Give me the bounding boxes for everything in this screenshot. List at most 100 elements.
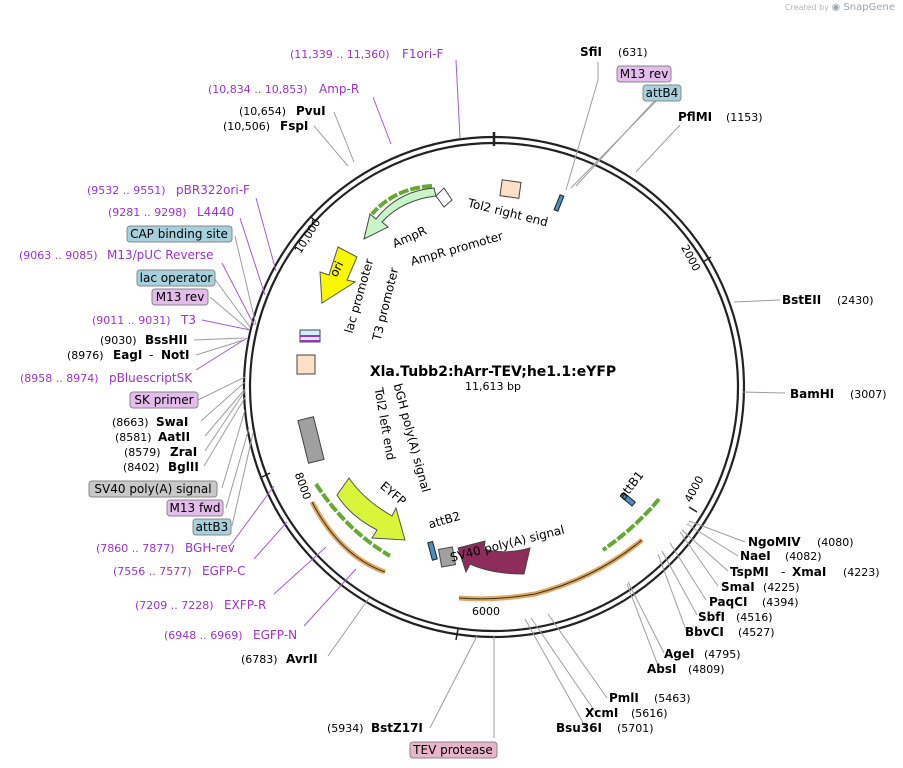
primer-t3-pos: (9011 .. 9031) xyxy=(92,314,171,327)
tick-10000: 10,000 xyxy=(292,216,323,256)
primer-pbluescript: pBluescriptSK xyxy=(109,371,193,385)
attb2-shape xyxy=(427,540,438,561)
enzyme-absi-pos: (4809) xyxy=(688,663,725,676)
leader-lines xyxy=(193,62,786,738)
box-labels: M13 rev attB4 CAP binding site lac opera… xyxy=(88,65,682,759)
enzyme-paqci: PaqCI xyxy=(709,595,747,609)
enzyme-smai: SmaI xyxy=(721,580,755,594)
enzyme-naei-pos: (4082) xyxy=(785,550,822,563)
primer-exfpr: EXFP-R xyxy=(224,598,266,612)
svg-text:-: - xyxy=(149,348,153,362)
enzyme-zrai-pos: (8579) xyxy=(124,446,161,459)
tick-8000: 8000 xyxy=(292,471,314,502)
enzyme-xcmi-pos: (5616) xyxy=(631,707,668,720)
enzyme-bsshii: BssHII xyxy=(145,333,187,347)
snapgene-logo: ◉ SnapGene xyxy=(831,2,895,13)
enzyme-aatii-pos: (8581) xyxy=(115,431,152,444)
enzyme-agei: AgeI xyxy=(664,647,694,661)
enzyme-bsteii-pos: (2430) xyxy=(837,294,874,307)
primer-labels: (11,339 .. 11,360) F1ori-F (10,834 .. 10… xyxy=(19,47,443,642)
enzyme-labels: SfiI (631) PflMI (1153) BstEII (2430) Ba… xyxy=(67,45,887,735)
box-sv40-polya: SV40 poly(A) signal xyxy=(94,482,211,496)
eyfp-arrow xyxy=(336,477,406,541)
tick-6000: 6000 xyxy=(472,605,500,618)
enzyme-avrii: AvrII xyxy=(286,652,318,666)
enzyme-fspi-pos: (10,506) xyxy=(223,120,270,133)
enzyme-bglii: BglII xyxy=(168,460,199,474)
box-sk-primer: SK primer xyxy=(134,393,193,407)
enzyme-xmai: XmaI xyxy=(792,565,826,579)
snapgene-credit: Created by ◉ SnapGene xyxy=(785,2,895,13)
ampr-arrow xyxy=(363,187,437,240)
eyfp-outline xyxy=(314,482,392,558)
enzyme-naei: NaeI xyxy=(740,549,771,563)
primer-bgh-pos: (7860 .. 7877) xyxy=(96,542,175,555)
primer-egfpn-pos: (6948 .. 6969) xyxy=(164,629,243,642)
enzyme-bbvci: BbvCI xyxy=(685,625,724,639)
enzyme-aatii: AatII xyxy=(158,430,190,444)
attb1-shape xyxy=(619,491,636,507)
feature-tol2-right: Tol2 right end xyxy=(465,196,549,230)
feature-shapes xyxy=(296,179,661,602)
box-m13-fwd: M13 fwd xyxy=(170,501,221,515)
ampr-promoter-shape xyxy=(435,187,453,208)
enzyme-swai: SwaI xyxy=(156,415,188,429)
primer-l4440-pos: (9281 .. 9298) xyxy=(108,206,187,219)
feature-attb1: attB1 xyxy=(615,468,646,502)
svg-text:-: - xyxy=(781,565,785,579)
box-tev-protease: TEV protease xyxy=(412,743,493,757)
tol2-left-shape xyxy=(296,354,316,375)
enzyme-bamhi-pos: (3007) xyxy=(850,388,887,401)
box-m13-rev-top: M13 rev xyxy=(620,67,669,81)
plasmid-length: 11,613 bp xyxy=(465,380,521,393)
enzyme-agei-pos: (4795) xyxy=(704,648,741,661)
plasmid-name: Xla.Tubb2:hArr-TEV;he1.1:eYFP xyxy=(370,364,616,380)
sv40-polya-arrow xyxy=(457,540,531,575)
enzyme-bsshii-pos: (9030) xyxy=(100,334,137,347)
enzyme-bstz17i: BstZ17I xyxy=(371,721,423,735)
box-attb4: attB4 xyxy=(646,86,679,100)
enzyme-bstz17i-pos: (5934) xyxy=(327,722,364,735)
enzyme-tspmi: TspMI xyxy=(730,565,769,579)
tol2-right-shape xyxy=(499,179,522,199)
enzyme-ngomiv: NgoMIV xyxy=(748,535,801,549)
primer-l4440: L4440 xyxy=(197,205,234,219)
feature-attb2: attB2 xyxy=(427,509,462,531)
enzyme-pvui: PvuI xyxy=(296,104,326,118)
box-cap-binding: CAP binding site xyxy=(130,227,228,241)
enzyme-bsu36i: Bsu36I xyxy=(556,721,602,735)
primer-pbluescript-pos: (8958 .. 8974) xyxy=(20,372,99,385)
enzyme-ngomiv-pos: (4080) xyxy=(817,536,854,549)
enzyme-sfii-pos: (631) xyxy=(618,46,648,59)
primer-m13puc: M13/pUC Reverse xyxy=(107,248,214,262)
primer-m13puc-pos: (9063 .. 9085) xyxy=(19,249,98,262)
tick-2000: 2000 xyxy=(678,243,703,274)
enzyme-xcmi: XcmI xyxy=(585,706,618,720)
primer-lines xyxy=(195,59,461,627)
enzyme-bglii-pos: (8402) xyxy=(123,461,160,474)
primer-pbr322-pos: (9532 .. 9551) xyxy=(87,184,166,197)
attb4-shape xyxy=(553,194,565,212)
enzyme-bsu36i-pos: (5701) xyxy=(617,722,654,735)
primer-bgh: BGH-rev xyxy=(185,541,235,555)
enzyme-zrai: ZraI xyxy=(170,445,197,459)
enzyme-bamhi: BamHI xyxy=(790,387,834,401)
feature-ampr: AmpR xyxy=(390,223,428,250)
enzyme-paqci-pos: (4394) xyxy=(762,596,799,609)
enzyme-fspi: FspI xyxy=(280,119,308,133)
enzyme-pflmi-pos: (1153) xyxy=(726,111,763,124)
enzyme-sfii: SfiI xyxy=(580,45,602,59)
enzyme-avrii-pos: (6783) xyxy=(241,653,278,666)
enzyme-pflmi: PflMI xyxy=(678,110,712,124)
enzyme-pvui-pos: (10,654) xyxy=(239,105,286,118)
enzyme-bbvci-pos: (4527) xyxy=(738,626,775,639)
enzyme-smai-pos: (4225) xyxy=(763,581,800,594)
ampr-outline xyxy=(370,184,433,216)
credit-text: Created by xyxy=(784,3,829,12)
primer-pbr322: pBR322ori-F xyxy=(176,183,250,197)
enzyme-noti: NotI xyxy=(161,348,190,362)
box-lac-operator: lac operator xyxy=(140,271,213,285)
brand-name: SnapGene xyxy=(843,2,895,13)
enzyme-sbfi-pos: (4516) xyxy=(736,611,773,624)
